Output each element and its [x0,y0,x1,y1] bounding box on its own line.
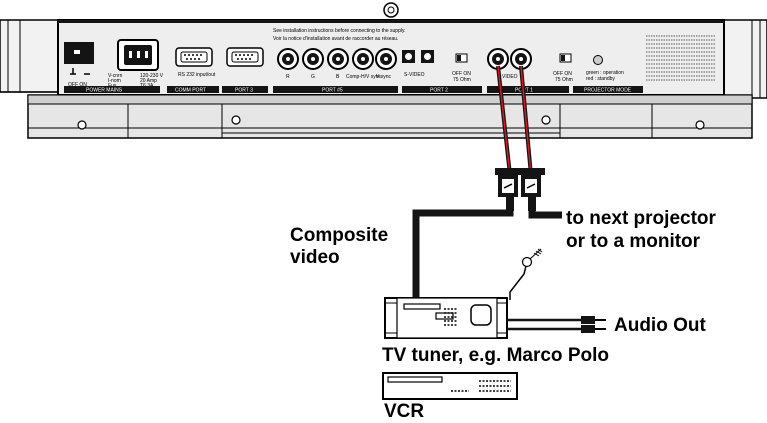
audio-cables [507,316,606,333]
connector-panel: See installation instructions before con… [64,28,716,94]
bnc-v-sync[interactable] [375,48,397,70]
port5-label-comp: Comp-H/V sync [346,74,382,80]
band-comm-port: COMM PORT [175,88,206,94]
svideo-label: S-VIDEO [404,72,425,78]
projector-rear [0,2,767,139]
port5-label-g: G [311,74,315,80]
video-cables-red [496,65,533,176]
status-led [593,55,603,65]
band-port2: PORT 2 [430,88,448,94]
band-projector-mode: PROJECTOR MODE [584,88,632,94]
band-port5: PORT #5 [322,88,343,94]
bnc-r[interactable] [277,48,299,70]
bnc-video-in[interactable] [487,48,509,70]
rs232-label: RS 232 input/out [178,72,216,78]
next-projector-label-line1: to next projector [566,208,716,229]
bnc-t-adapter [495,168,545,211]
rating-label-1: 120-230 V [140,73,164,79]
composite-video-cable [412,209,514,298]
power-switch-label: OFF ON [68,82,87,88]
antenna-icon [509,248,543,300]
bnc-b[interactable] [327,48,349,70]
bnc-g[interactable] [302,48,324,70]
fine-print-block [646,35,716,81]
voltage-label-1: V-cnrn [108,73,123,79]
panel-notice-en: See installation instructions before con… [273,28,406,34]
bnc-comp-sync[interactable] [352,48,374,70]
termination-switch-a-ohm: 75 Ohm [453,77,471,83]
termination-switch-b[interactable] [559,53,572,63]
next-projector-label-line2: or to a monitor [566,231,701,252]
rating-label-2: 20 Amp [140,78,157,84]
video-label: VIDEO [502,74,518,80]
termination-switch-b-ohm: 75 Ohm [555,77,573,83]
band-power-mains: POWER MAINS [86,88,123,94]
port5-label-b: B [336,74,340,80]
termination-switch-b-label: OFF ON [553,71,572,77]
panel-notice-fr: Voir la notice d'installation avant de r… [273,36,398,42]
svideo-connector[interactable] [402,50,434,63]
audio-out-label: Audio Out [614,315,706,336]
termination-switch-a-label: OFF ON [452,71,471,77]
band-port3: PORT 3 [235,88,253,94]
port5-label-r: R [286,74,290,80]
led-label-2: red : standby [586,76,615,82]
termination-switch-a[interactable] [455,53,468,63]
led-label-1: green : operation [586,70,624,76]
port5-label-vsync: V-sync [376,74,392,80]
tv-tuner-label: TV tuner, e.g. Marco Polo [382,345,609,366]
composite-video-label-line1: Composite [290,225,389,246]
tv-tuner-device [384,297,508,339]
loop-through-cable [528,210,562,219]
composite-video-label-line2: video [290,247,340,268]
vcr-device [382,372,518,400]
voltage-label-2: I-nom [108,78,121,84]
vcr-label: VCR [384,401,425,422]
